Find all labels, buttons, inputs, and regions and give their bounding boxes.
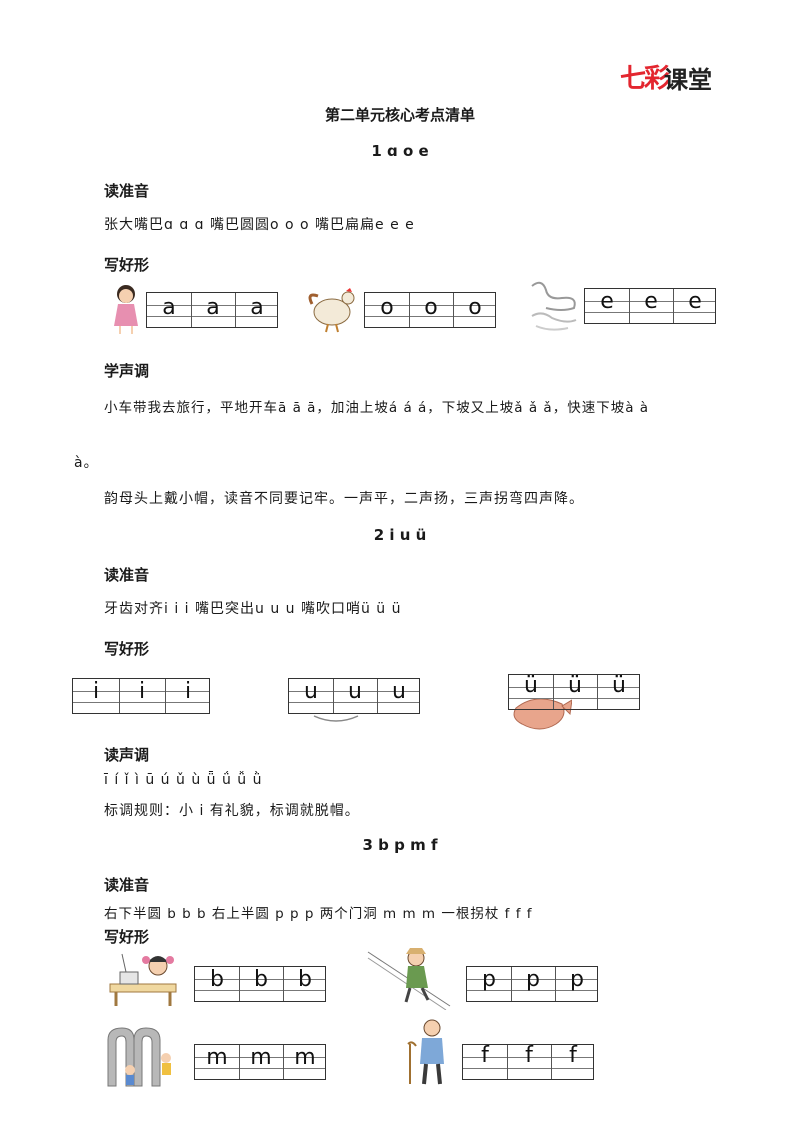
child-radio-picture [109,953,177,1006]
grid-letter: i [92,679,100,704]
grid-letter: f [481,1043,489,1068]
lesson1-title: 1 ɑ o e [371,142,429,160]
writing-grid-i: i i i [72,678,210,714]
grid-letter: a [250,295,264,320]
page-title: 第二单元核心考点清单 [324,106,475,124]
grid-letter: b [298,967,312,992]
grid-letter: e [600,289,614,314]
lesson3-read-heading: 读准音 [104,876,150,894]
writing-grid-a: a a a [146,292,278,328]
logo-part2: 课堂 [664,66,712,94]
brand-logo: 七彩 课堂 [620,58,728,94]
lesson1-write-heading: 写好形 [104,256,150,274]
grid-letter: a [206,295,220,320]
lesson2-read-heading: 读准音 [104,566,150,584]
grid-letter: ü [524,673,538,698]
writing-grid-o: o o o [364,292,496,328]
grid-letter: u [304,679,318,704]
writing-grid-p: p p p [466,966,598,1002]
grid-letter: e [688,289,702,314]
elder-cane-picture [407,1019,444,1085]
writing-grid-v: ü ü ü [508,673,640,710]
grid-letter: m [294,1045,316,1070]
grid-letter: o [380,295,394,320]
writing-grid-f: f f f [462,1043,594,1080]
grid-letter: f [569,1043,577,1068]
grid-letter: u [348,679,362,704]
lesson2-write-heading: 写好形 [104,640,150,658]
girl-picture [114,285,138,334]
goose-picture [531,281,577,331]
grid-letter: m [206,1045,228,1070]
grid-letter: p [482,967,496,992]
grid-letter: a [162,295,176,320]
rooster-picture [308,288,355,333]
grid-letter: p [570,967,584,992]
arch-gate-picture [107,1027,171,1087]
writing-grid-b: b b b [194,966,326,1002]
lesson3-write-heading: 写好形 [104,928,150,946]
hiker-picture [367,948,451,1010]
logo-part1: 七彩 [620,64,670,94]
grid-letter: i [184,679,192,704]
grid-letter: e [644,289,658,314]
lesson3-read-text: 右下半圆 b b b 右上半圆 p p p 两个门洞 m m m 一根拐杖 f … [104,906,533,922]
lesson1-tone-heading: 学声调 [104,362,150,380]
swing-picture [313,715,359,722]
lesson2-title: 2 i u ü [373,526,427,544]
grid-letter: ü [612,673,626,698]
grid-letter: f [525,1043,533,1068]
lesson3-title: 3 b p m f [362,836,438,854]
lesson2-tone-heading: 读声调 [104,746,150,764]
grid-letter: b [210,967,224,992]
writing-grid-e: e e e [584,288,716,324]
grid-letter: o [424,295,438,320]
lesson2-rule-text: 标调规则：小 i 有礼貌，标调就脱帽。 [104,803,360,819]
grid-letter: p [526,967,540,992]
writing-grid-m: m m m [194,1044,326,1080]
lesson1-tone-line1: 小车带我去旅行，平地开车ā ā ā，加油上坡á á á，下坡又上坡ǎ ǎ ǎ，快… [104,400,650,416]
lesson1-tone-line3: 韵母头上戴小帽，读音不同要记牢。一声平，二声扬，三声拐弯四声降。 [104,491,584,507]
grid-letter: i [138,679,146,704]
lesson1-read-heading: 读准音 [104,182,150,200]
lesson1-tone-line2: à。 [74,455,99,471]
fish-picture [513,698,572,730]
grid-letter: u [392,679,406,704]
grid-letter: b [254,967,268,992]
grid-letter: m [250,1045,272,1070]
writing-grid-u: u u u [288,678,420,714]
grid-letter: o [468,295,482,320]
lesson2-read-text: 牙齿对齐i i i 嘴巴突出u u u 嘴吹口哨ü ü ü [104,601,402,617]
grid-letter: ü [568,673,582,698]
lesson2-tone-text: ī í ǐ ì ū ú ǔ ù ǖ ǘ ǚ ǜ [104,772,263,788]
lesson1-read-text: 张大嘴巴ɑ ɑ ɑ 嘴巴圆圆o o o 嘴巴扁扁e e e [104,217,415,233]
